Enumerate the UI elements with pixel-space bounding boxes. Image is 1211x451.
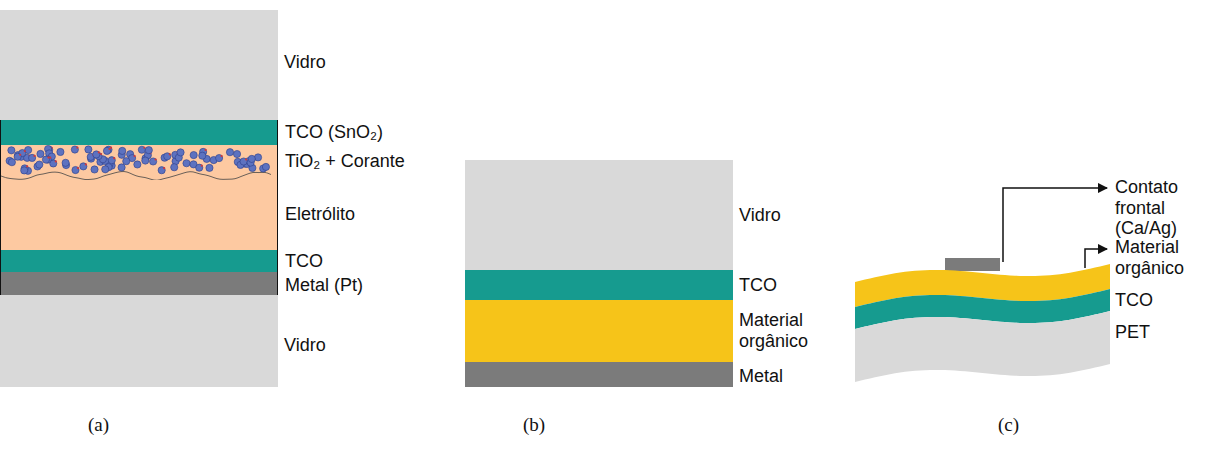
layer-label: PET (1115, 322, 1150, 343)
layer-label: TCO (285, 251, 323, 272)
layer-label: Vidro (284, 52, 326, 73)
dye-layer: TiO₂ + Corante (0, 145, 278, 180)
layer-label: Metal (Pt) (285, 275, 363, 296)
metal-layer: Metal (Pt) (0, 272, 278, 295)
glass-layer: Vidro (0, 10, 278, 120)
tco-layer: TCO (SnO₂) (0, 120, 278, 145)
layer-label: Vidro (739, 205, 781, 226)
layer-label: Metal (739, 366, 783, 387)
organic-layer: Material orgânico (465, 300, 733, 362)
electrolyte-layer: Eletrólito (0, 180, 278, 250)
panel-label: (a) (88, 414, 109, 436)
leader-line (1085, 249, 1107, 268)
layer-label: TiO₂ + Corante (285, 151, 405, 172)
panel-label: (c) (998, 414, 1019, 436)
panel-label: (b) (523, 414, 545, 436)
layer-label: TCO (739, 275, 777, 296)
layer-label: Material orgânico (1115, 237, 1197, 278)
tco-layer: TCO (0, 250, 278, 272)
layer-label: TCO (1115, 290, 1153, 311)
leader-line (1003, 188, 1107, 262)
layer-label: Material orgânico (739, 310, 821, 351)
dye-particles (1, 145, 277, 180)
glass-layer: Vidro (465, 160, 733, 270)
front-contact: Contato frontal (Ca/Ag) (945, 258, 1000, 271)
flexible-layer (855, 305, 1110, 390)
pet-substrate: PET (855, 305, 1110, 390)
layer-label: Vidro (284, 335, 326, 356)
metal-layer: Metal (465, 362, 733, 387)
layer-label: Contato frontal (Ca/Ag) (1115, 177, 1195, 239)
glass-layer: Vidro (0, 295, 278, 387)
layer-label: Eletrólito (285, 204, 355, 225)
layer-label: TCO (SnO₂) (285, 122, 383, 143)
tco-layer: TCO (465, 270, 733, 300)
